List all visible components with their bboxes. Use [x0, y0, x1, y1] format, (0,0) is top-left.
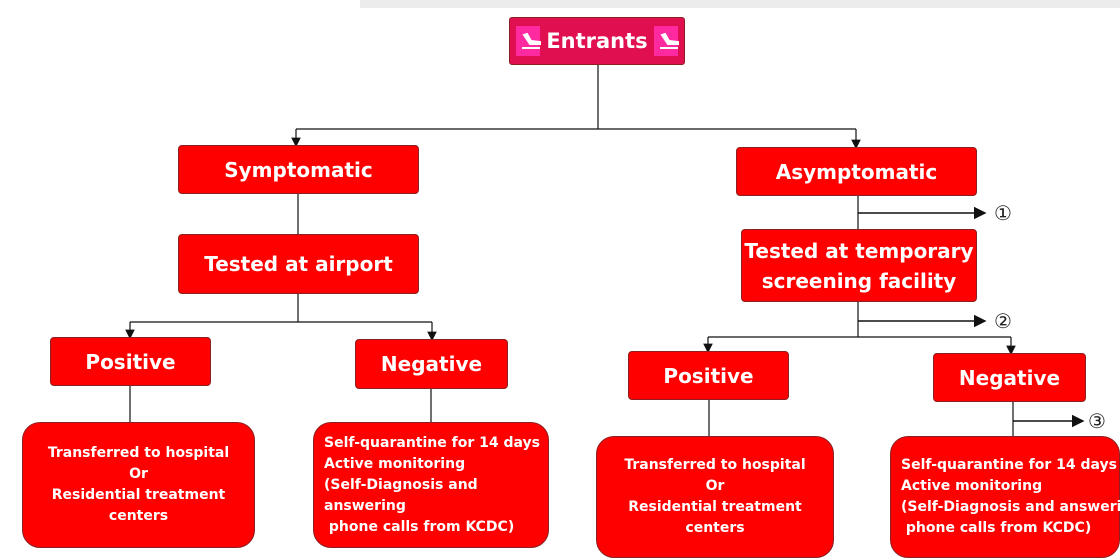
marker-1: ①	[994, 201, 1012, 225]
left-positive-node: Positive	[50, 337, 211, 386]
outcome-line: Or	[705, 478, 725, 494]
entrants-label: Entrants	[546, 29, 648, 53]
outcome-line: phone calls from KCDC)	[901, 520, 1092, 536]
outcome-line: Self-quarantine for 14 days	[901, 457, 1117, 473]
symptomatic-node: Symptomatic	[178, 145, 419, 194]
left-positive-outcome: Transferred to hospital Or Residential t…	[22, 422, 255, 548]
marker-2: ②	[994, 309, 1012, 333]
left-negative-node: Negative	[355, 339, 508, 389]
outcome-line: Or	[129, 466, 148, 482]
outcome-line: Active monitoring	[324, 455, 466, 472]
left-positive-label: Positive	[85, 349, 176, 374]
left-negative-label: Negative	[380, 352, 483, 376]
outcome-line: phone calls from KCDC)	[324, 518, 515, 535]
right-negative-label: Negative	[958, 365, 1061, 390]
asymptomatic-label: Asymptomatic	[775, 159, 938, 184]
outcome-line: Active monitoring	[901, 478, 1043, 494]
right-positive-node: Positive	[628, 351, 789, 400]
outcome-line: Residential treatment centers	[51, 487, 226, 524]
right-positive-label: Positive	[663, 363, 754, 388]
entrants-node: Entrants	[509, 17, 685, 65]
symptomatic-label: Symptomatic	[224, 157, 373, 182]
outcome-line: (Self-Diagnosis and answering	[324, 476, 478, 514]
outcome-line: (Self-Diagnosis and answering	[901, 499, 1120, 515]
right-positive-outcome: Transferred to hospital Or Residential t…	[596, 436, 834, 558]
airplane-landing-icon	[653, 26, 679, 56]
tested-at-airport-label: Tested at airport	[204, 252, 393, 276]
outcome-line: Self-quarantine for 14 days	[324, 434, 540, 451]
right-negative-outcome: Self-quarantine for 14 days Active monit…	[890, 436, 1120, 558]
tested-facility-line: Tested at temporary	[744, 238, 974, 263]
outcome-line: Transferred to hospital	[624, 457, 806, 473]
top-strip	[360, 0, 1120, 8]
left-negative-outcome: Self-quarantine for 14 days Active monit…	[313, 422, 549, 548]
marker-3: ③	[1088, 409, 1106, 433]
asymptomatic-node: Asymptomatic	[736, 147, 977, 196]
tested-at-airport-node: Tested at airport	[178, 234, 419, 294]
outcome-line: Transferred to hospital	[47, 445, 230, 461]
tested-facility-line: screening facility	[761, 268, 957, 293]
outcome-line: Residential treatment centers	[628, 499, 802, 536]
right-negative-node: Negative	[933, 353, 1086, 402]
tested-at-temporary-facility-node: Tested at temporary screening facility	[741, 229, 977, 302]
airplane-landing-icon	[516, 26, 541, 56]
